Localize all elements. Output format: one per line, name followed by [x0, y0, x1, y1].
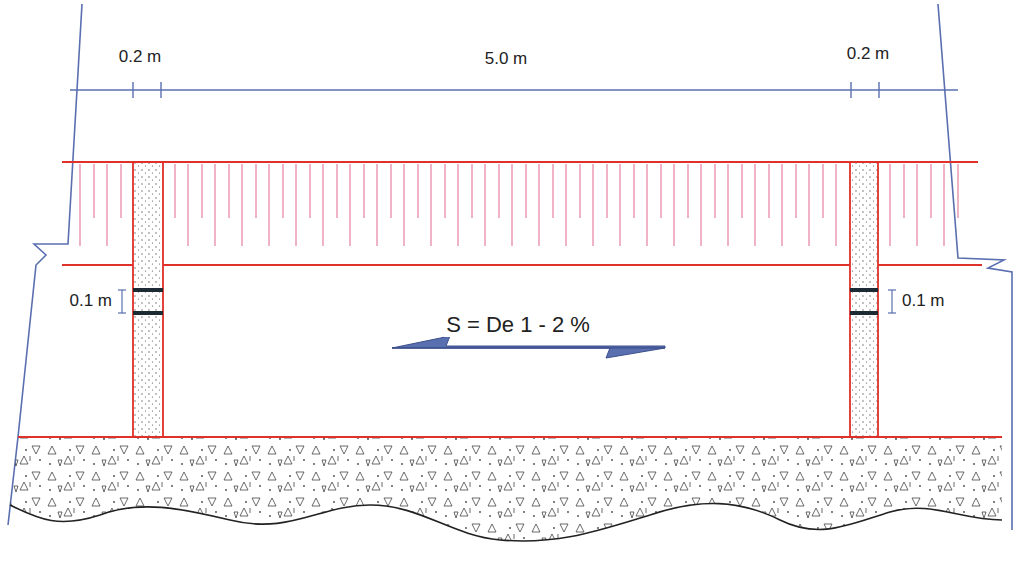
channel-outline: [18, 162, 1002, 437]
slope-arrow: [392, 336, 665, 358]
gravel-base: [0, 437, 1020, 567]
dimension-bracket: [118, 290, 896, 313]
dimension-label: 0.1 m: [67, 292, 114, 311]
joint-mark: [133, 290, 878, 313]
ground-edge: [10, 504, 1002, 541]
dimension-label: 0.1 m: [900, 292, 947, 311]
dimension-label: 0.2 m: [117, 48, 164, 67]
dimension-label: 0.2 m: [845, 45, 892, 64]
dimension-line: [70, 82, 958, 98]
concrete-post: [133, 162, 878, 437]
slope-label: S = De 1 - 2 %: [444, 313, 592, 337]
water-ticks: [80, 164, 958, 246]
dimension-label: 5.0 m: [483, 50, 530, 69]
